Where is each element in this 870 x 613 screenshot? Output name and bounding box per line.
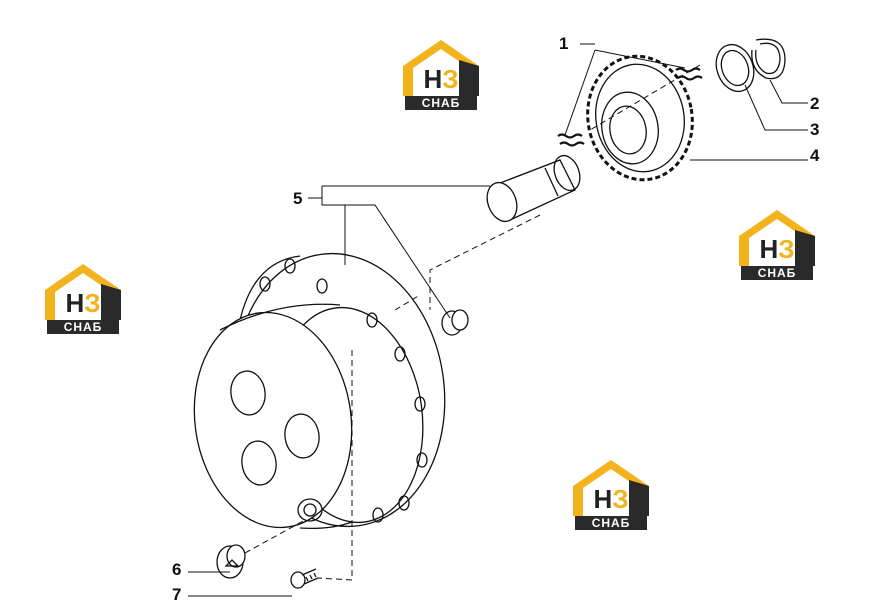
logo-mark: НЗ [65,288,101,318]
callout-3: 3 [810,120,820,139]
callout-1: 1 [559,34,569,53]
leader-lines [188,43,808,597]
watermark-logo: НЗ СНАБ [43,262,123,338]
house-icon [573,460,649,516]
plug-part-6 [216,544,246,579]
house-icon [403,40,479,96]
logo-caption: СНАБ [405,96,477,110]
callout-4: 4 [810,146,820,165]
hub-housing [193,252,446,530]
watermark-logo: НЗ СНАБ [401,38,481,114]
house-icon [45,264,121,320]
logo-caption: СНАБ [47,320,119,334]
assembly-axis-lines [244,64,701,581]
bushing-part-5 [486,154,581,223]
pin-part-5b [441,309,469,336]
logo-mark: НЗ [593,484,629,514]
watermark-logo: НЗ СНАБ [571,458,651,534]
logo-caption: СНАБ [741,266,813,280]
logo-mark: НЗ [759,234,795,264]
logo-caption: СНАБ [575,516,647,530]
washer-part-3 [715,43,755,93]
logo-mark: НЗ [423,64,459,94]
needle-rollers-part-1 [557,67,703,147]
watermark-logo: НЗ СНАБ [737,208,817,284]
callout-6: 6 [172,560,182,579]
house-icon [739,210,815,266]
gear-part-4 [586,54,694,182]
screw-part-7 [290,568,319,589]
callout-5: 5 [293,189,303,208]
snap-ring-part-2 [751,38,786,80]
callout-2: 2 [810,94,820,113]
callout-7: 7 [172,585,182,604]
